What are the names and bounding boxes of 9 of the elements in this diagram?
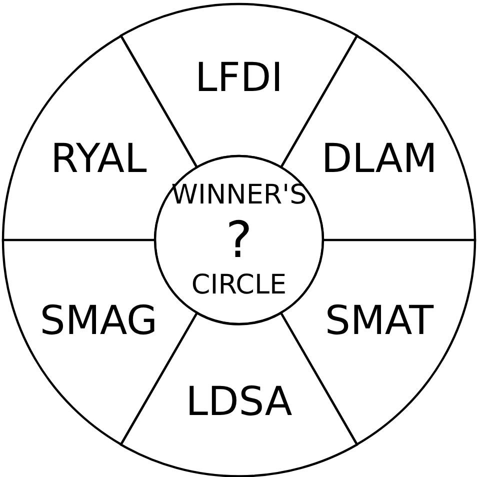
circle-label: WINNER'S xyxy=(171,182,307,208)
sector-label: LFDI xyxy=(195,58,283,98)
circle-label: CIRCLE xyxy=(191,272,287,298)
sector-label: SMAG xyxy=(40,301,158,341)
sector-label: RYAL xyxy=(50,138,147,179)
sector-label: LDSA xyxy=(186,382,292,422)
sector-label: SMAT xyxy=(324,301,434,341)
sector-label: DLAM xyxy=(321,138,438,179)
question-mark: ? xyxy=(226,215,252,265)
